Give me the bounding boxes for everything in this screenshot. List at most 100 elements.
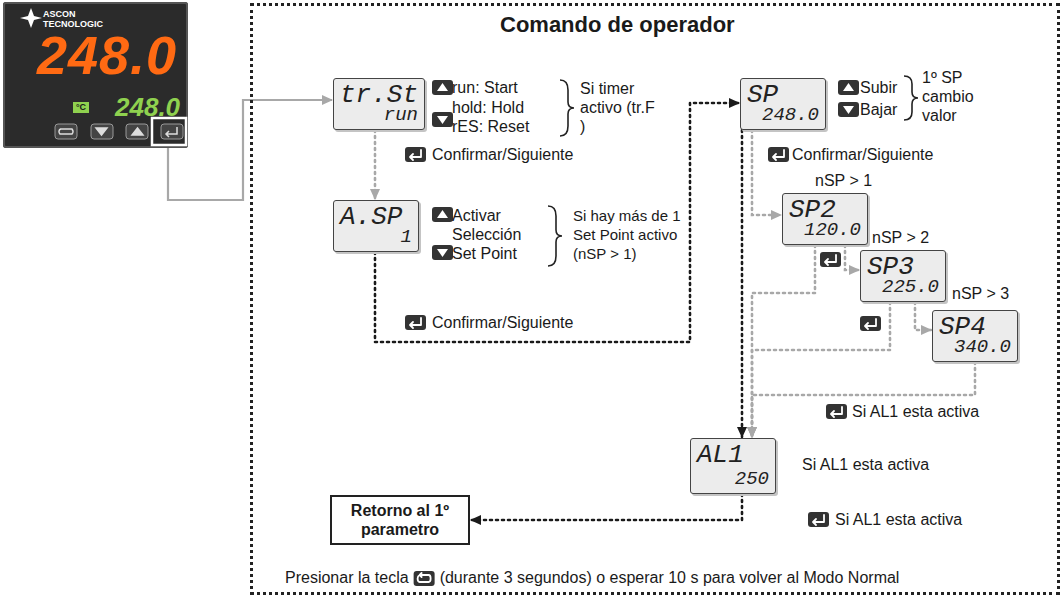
annotation: Si AL1 esta activa: [802, 455, 929, 474]
key-symbol: [825, 255, 836, 265]
key-symbol: [813, 515, 824, 525]
flow-connector: [374, 130, 377, 199]
instruction-note: Presionar la tecla: [285, 569, 409, 587]
key-icon: [432, 245, 453, 260]
bracket: [548, 206, 562, 266]
key-symbol: [843, 83, 854, 91]
parameter-value: run: [384, 104, 418, 126]
key-icon: [826, 404, 847, 419]
flow-connector: [845, 245, 859, 270]
key-icon: [432, 80, 453, 95]
key-icon: [414, 571, 435, 586]
key-icon: [820, 252, 841, 267]
controller-device: ASCON TECNOLOGIC248.0°C248.0: [3, 2, 188, 148]
key-body: [860, 316, 881, 331]
key-symbol: [418, 573, 431, 582]
key-body: [432, 112, 453, 127]
key-icon: [838, 80, 859, 95]
parameter-value: 120.0: [804, 219, 861, 241]
annotation: Confirmar/Siguiente: [792, 145, 933, 164]
bracket: [904, 76, 918, 120]
key-icon: [405, 315, 426, 330]
key-body: [432, 245, 453, 260]
instruction-note: (durante 3 segundos) o esperar 10 s para…: [440, 569, 900, 587]
key-icon: [432, 112, 453, 127]
annotation: rES: Reset: [452, 117, 529, 136]
key-body: [826, 404, 847, 419]
flow-connector: [471, 494, 742, 520]
key-body: [838, 102, 859, 117]
annotation: Bajar: [860, 100, 897, 119]
key-symbol: [437, 210, 448, 218]
process-value: 248.0: [37, 24, 177, 86]
flow-connector: [752, 130, 781, 215]
flow-connector: [741, 130, 744, 437]
key-icon: [405, 147, 426, 162]
annotation: Activar Selección Set Point: [452, 206, 542, 263]
annotation: Si timer activo (tr.F ): [580, 79, 658, 136]
bracket: [560, 80, 574, 136]
key-symbol: [437, 83, 448, 91]
key-body: [405, 315, 426, 330]
key-symbol: [59, 129, 73, 134]
key-icon: [860, 316, 881, 331]
key-body: [838, 80, 859, 95]
lcd-display: SP248.0: [740, 78, 826, 130]
lcd-display: SP2120.0: [782, 193, 868, 245]
section-title: Comando de operador: [500, 12, 735, 38]
key-symbol: [132, 128, 143, 135]
device-key: [91, 124, 113, 139]
lcd-display: SP3225.0: [860, 250, 946, 302]
key-icon: [768, 147, 789, 162]
key-body: [820, 252, 841, 267]
key-highlight: [152, 118, 186, 145]
parameter-value: 340.0: [954, 336, 1011, 358]
flow-connector: [915, 302, 931, 330]
key-symbol: [166, 127, 177, 137]
setpoint-value: 248.0: [115, 92, 180, 123]
key-symbol: [437, 116, 448, 124]
key-body: [432, 207, 453, 222]
condition-label: nSP > 2: [872, 228, 929, 247]
key-symbol: [831, 407, 842, 417]
parameter-value: 225.0: [882, 276, 939, 298]
lcd-display: tr.Strun: [333, 78, 425, 130]
key-icon: [838, 102, 859, 117]
key-body: [414, 571, 435, 586]
key-body: [405, 147, 426, 162]
condition-label: nSP > 1: [815, 171, 872, 190]
lcd-display: AL1250: [690, 438, 776, 494]
parameter-value: 1: [401, 226, 412, 248]
annotation: run: Start: [452, 78, 518, 97]
box-label: Retorno al 1º parametro: [340, 501, 460, 539]
condition-label: nSP > 3: [952, 284, 1009, 303]
parameter-value: 250: [735, 468, 769, 490]
unit-indicator: °C: [73, 102, 89, 113]
key-symbol: [437, 249, 448, 257]
annotation: 1º SP cambio valor: [922, 68, 984, 125]
annotation: Si hay más de 1 Set Point activo (nSP > …: [573, 206, 683, 263]
device-key: [55, 124, 77, 139]
flow-connector: [375, 103, 739, 342]
key-symbol: [773, 150, 784, 160]
parameter-name: A.SP: [340, 202, 402, 232]
key-body: [432, 80, 453, 95]
parameter-value: 248.0: [762, 104, 819, 126]
annotation: Confirmar/Siguiente: [432, 145, 573, 164]
annotation: Si AL1 esta activa: [835, 510, 962, 529]
flow-connector: [752, 245, 815, 437]
annotation: Subir: [860, 78, 897, 97]
annotation: Confirmar/Siguiente: [432, 313, 573, 332]
annotation: hold: Hold: [452, 98, 524, 117]
key-symbol: [843, 106, 854, 114]
key-icon: [432, 207, 453, 222]
parameter-name: AL1: [697, 440, 744, 470]
key-body: [768, 147, 789, 162]
return-box: Retorno al 1º parametro: [330, 495, 470, 545]
key-body: [808, 512, 829, 527]
key-icon: [808, 512, 829, 527]
key-symbol: [96, 128, 107, 135]
lcd-display: A.SP1: [333, 200, 419, 252]
key-symbol: [410, 318, 421, 328]
annotation: Si AL1 esta activa: [852, 402, 979, 421]
